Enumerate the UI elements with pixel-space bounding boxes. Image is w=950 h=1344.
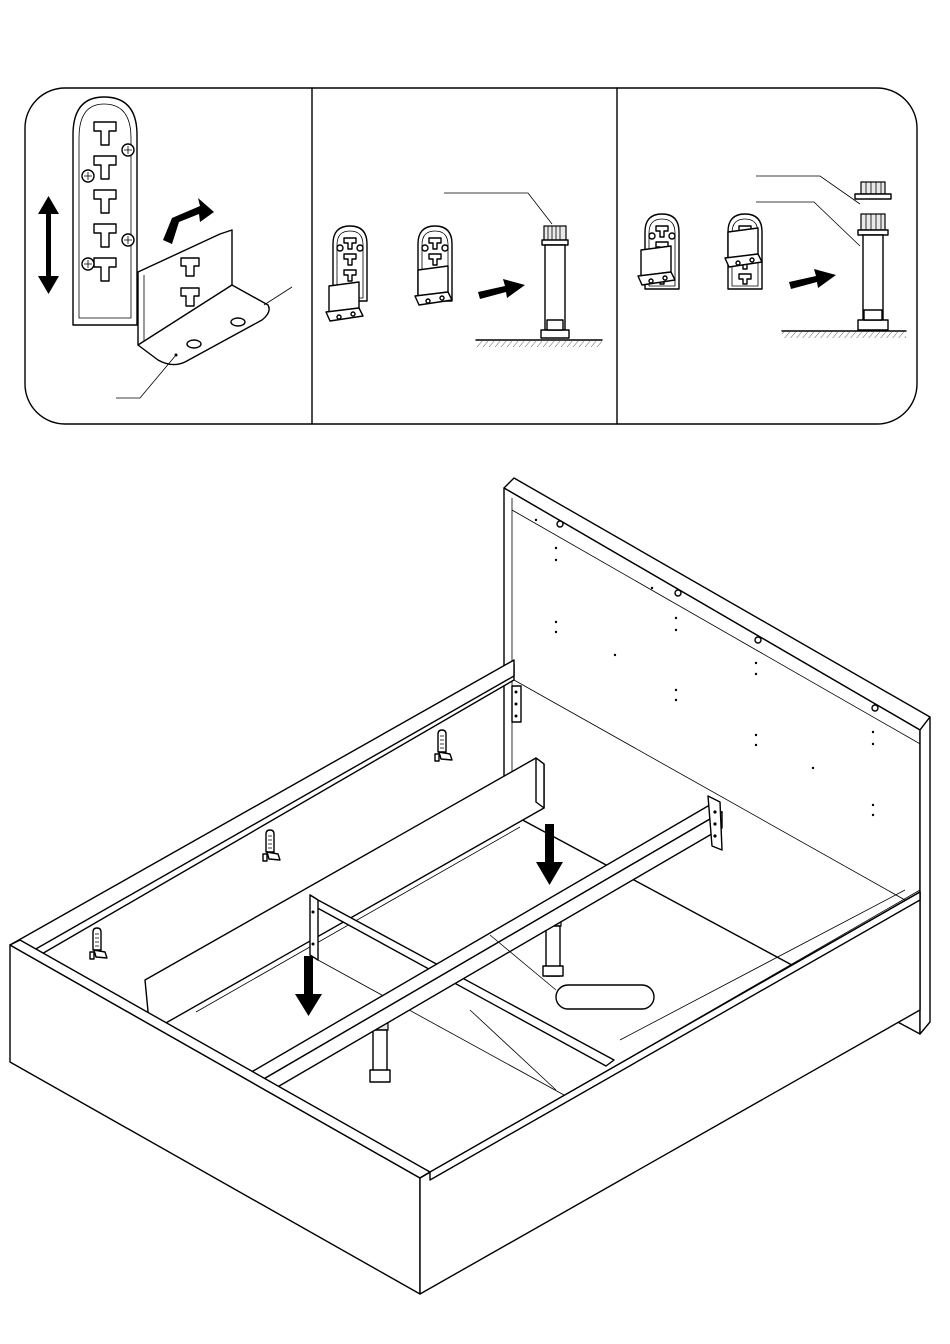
instruction-strip [25, 88, 917, 424]
rail-bracket [263, 830, 280, 861]
floor-line-2 [476, 340, 602, 347]
up-down-arrow-icon [38, 196, 59, 294]
bracket-attached [415, 226, 452, 305]
mounting-plate-large [73, 97, 137, 325]
rail-bracket [90, 928, 107, 959]
down-arrow-icon [295, 956, 322, 1016]
rail-bracket [435, 730, 452, 761]
strip-frame [25, 88, 917, 424]
leader-line-3a [756, 176, 860, 204]
curved-arrow-icon [163, 198, 214, 244]
leader-line-3b [756, 202, 860, 246]
step-panel-2 [326, 193, 602, 347]
bracket-position-a [638, 214, 679, 289]
floor-line-3 [782, 331, 906, 338]
cross-panel [310, 895, 614, 1118]
corner-bracket [138, 230, 269, 365]
support-leg-extended [855, 182, 891, 330]
leader-line-2 [444, 193, 552, 224]
bed-assembly-drawing [10, 478, 930, 1294]
right-arrow-icon [789, 269, 836, 289]
hinge-bracket [512, 686, 521, 722]
right-arrow-icon [478, 279, 525, 299]
step-panel-3 [638, 176, 906, 338]
callout-bubble [556, 985, 654, 1009]
support-leg-short [541, 226, 569, 338]
axis-line [264, 287, 292, 305]
step-panel-1 [38, 97, 292, 398]
bracket-position-b [725, 214, 762, 289]
bracket-detached [326, 226, 367, 321]
